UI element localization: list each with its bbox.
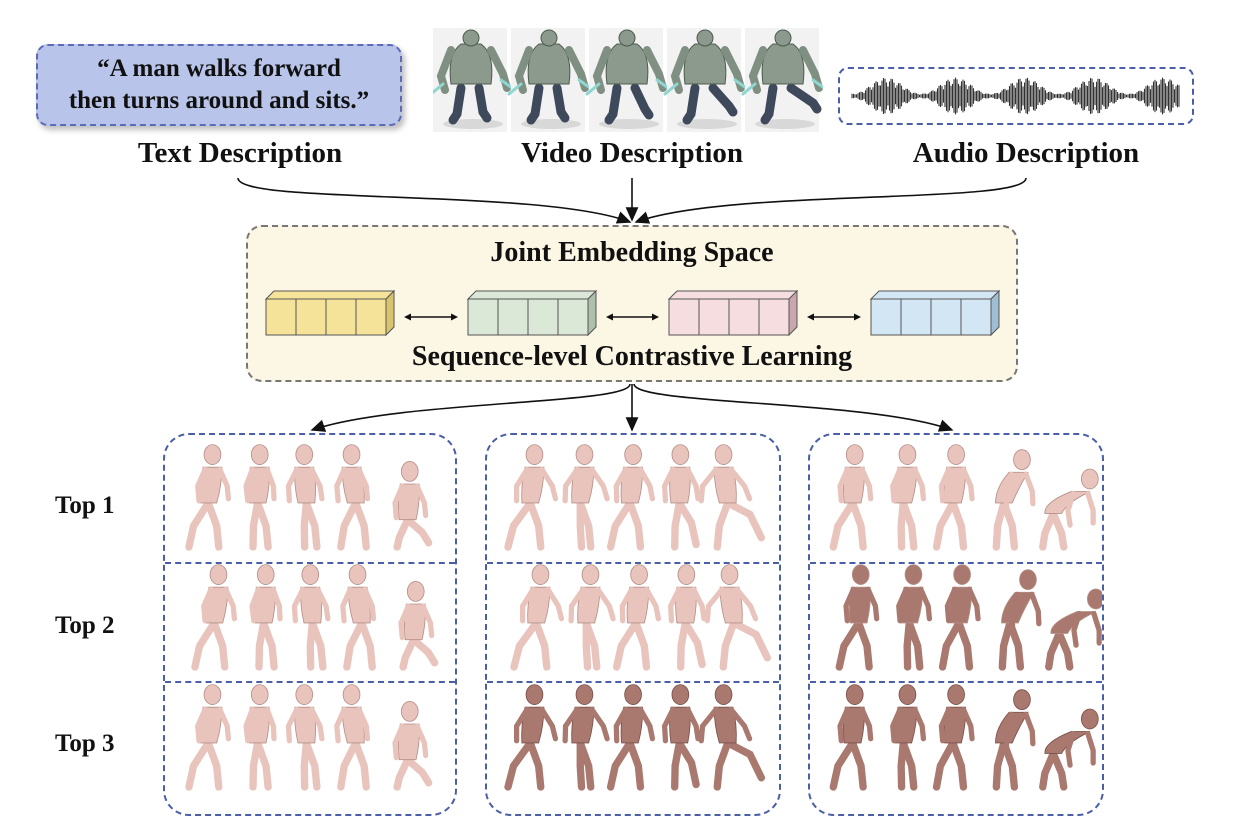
motion-pose-figure [510,564,565,671]
embedding-to-panel-3-arrow [633,383,954,432]
motion-pose-figure [612,564,662,671]
row-label-top-2: Top 2 [55,612,115,639]
embedding-vector-block [264,289,396,337]
row-separator [487,681,779,683]
motion-pose-figure [285,444,325,551]
motion-pose-figure [890,684,927,791]
text-to-embedding-arrow [237,177,632,224]
embedding-to-panel-1-arrow [310,383,631,432]
embedding-title: Joint Embedding Space [490,237,774,268]
waveform-trace [851,77,1180,115]
joint-embedding-box: Joint Embedding Space Sequence-level Con… [246,225,1018,382]
video-frame [507,28,595,132]
audio-to-embedding-arrow [634,177,1027,224]
motion-pose-figure [340,564,377,671]
motion-pose-figure [938,564,981,671]
motion-pose-figure [185,444,232,551]
audio-description-caption: Audio Description [912,137,1140,169]
retrieval-panel-audio [808,433,1104,816]
text-quote-box: “A man walks forward then turns around a… [36,44,402,126]
motion-pose-figure [334,444,371,551]
row-separator [165,562,455,564]
motion-pose-figure [291,564,331,671]
text-description-caption: Text Description [137,137,343,169]
motion-pose-figure [392,701,433,791]
embedding-vector-block [667,289,799,337]
motion-pose-figure [661,444,701,551]
motion-pose-figure [504,444,559,551]
retrieved-motion-figures [185,444,439,791]
motion-pose-figure [704,564,772,671]
motion-pose-figure [829,684,874,791]
motion-pose-figure [606,444,656,551]
embedding-subtitle: Sequence-level Contrastive Learning [411,341,853,372]
retrieval-panel-video [485,433,781,816]
motion-pose-figure [829,444,874,551]
audio-waveform [851,77,1180,115]
motion-pose-figure [896,564,933,671]
double-arrow [807,313,861,321]
retrieved-motion-figures [829,444,1102,791]
double-arrow [606,313,659,321]
video-description-caption: Video Description [520,137,744,169]
video-frame [663,28,751,132]
motion-pose-figure [1039,468,1099,551]
row-separator [810,562,1102,564]
motion-pose-figure [1045,588,1102,671]
video-frame [433,28,517,132]
video-frame [585,28,673,132]
motion-pose-figure [568,564,616,671]
motion-pose-figure [1039,708,1099,791]
motion-pose-figure [185,684,232,791]
row-separator [810,681,1102,683]
motion-pose-figure [932,684,975,791]
motion-pose-figure [243,444,277,551]
quote-line-1: “A man walks forward [97,55,341,82]
audio-waveform-box [838,67,1194,125]
motion-pose-figure [243,684,277,791]
double-arrow [404,313,458,321]
motion-pose-figure [562,444,610,551]
quote-line-2: then turns around and sits.” [68,87,370,114]
motion-pose-figure [334,684,371,791]
embedding-vector-block [466,289,598,337]
motion-pose-figure [992,689,1036,791]
row-separator [165,681,455,683]
motion-pose-figure [932,444,975,551]
video-frames-strip [433,28,823,132]
video-frame [741,28,823,132]
motion-pose-figure [835,564,880,671]
motion-pose-figure [191,564,238,671]
motion-pose-figure [562,684,610,791]
row-separator [487,562,779,564]
motion-pose-figure [698,684,766,791]
embedding-vector-block [869,289,1001,337]
row-label-top-3: Top 3 [55,730,115,757]
motion-pose-figure [285,684,325,791]
motion-pose-figure [606,684,656,791]
retrieval-panel-text [163,433,457,816]
motion-pose-figure [504,684,559,791]
motion-pose-figure [890,444,927,551]
row-label-top-1: Top 1 [55,492,115,519]
embedding-blocks [264,289,1001,337]
motion-pose-figure [392,461,433,551]
motion-pose-figure [249,564,283,671]
motion-pose-figure [667,564,707,671]
motion-pose-figure [398,581,439,671]
motion-pose-figure [698,444,766,551]
motion-pose-figure [992,449,1036,551]
motion-pose-figure [661,684,701,791]
retrieved-motion-figures [504,444,772,791]
motion-pose-figure [998,569,1042,671]
